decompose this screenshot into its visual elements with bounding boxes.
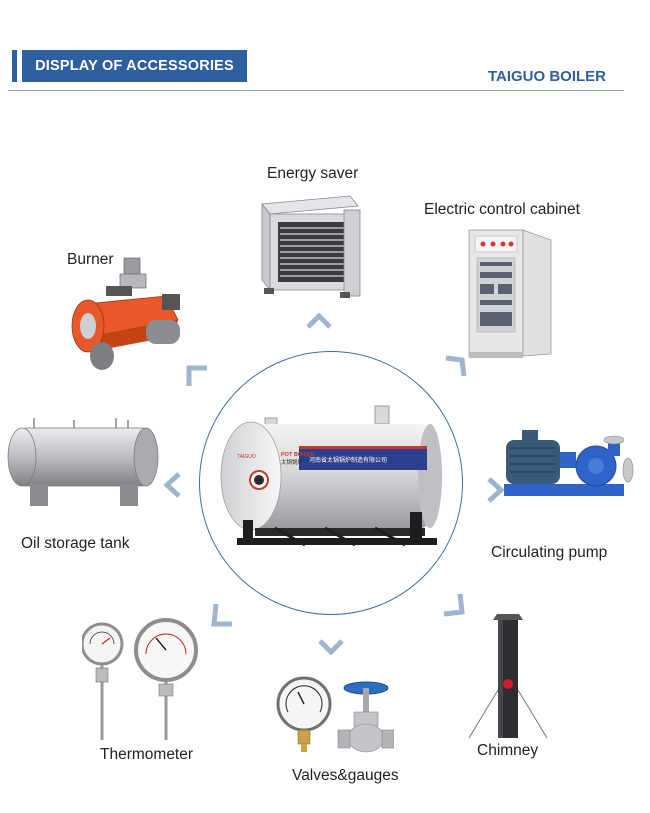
chevron-up-right-icon	[445, 355, 467, 377]
svg-text:河南省太锅锅炉制造有限公司: 河南省太锅锅炉制造有限公司	[309, 456, 387, 464]
chimney-image	[468, 614, 548, 739]
header-accent-bar	[12, 50, 17, 82]
boiler-cn-text: 太锅锅炉	[281, 458, 304, 466]
header-divider	[8, 90, 624, 91]
chevron-right-icon	[487, 477, 505, 503]
chevron-left-icon	[163, 472, 181, 498]
boiler-image: TAIGUO 河南省太锅锅炉制造有限公司 POT BOILER 太锅锅炉	[220, 405, 442, 547]
label-burner: Burner	[67, 251, 114, 268]
label-oil-tank: Oil storage tank	[21, 535, 130, 552]
label-pump: Circulating pump	[491, 544, 608, 561]
label-thermometer: Thermometer	[100, 746, 194, 763]
pump-image	[504, 430, 634, 496]
boiler-logo-text: TAIGUO	[237, 454, 256, 460]
control-cabinet-image	[468, 229, 552, 358]
section-title: DISPLAY OF ACCESSORIES	[22, 50, 247, 82]
chevron-up-icon	[306, 312, 332, 329]
label-valves: Valves&gauges	[292, 767, 399, 784]
thermometer-image	[82, 618, 198, 740]
chevron-down-right-icon	[443, 593, 465, 617]
label-control-cabinet: Electric control cabinet	[424, 201, 580, 218]
valves-gauges-image	[276, 676, 394, 753]
boiler-brand-text: POT BOILER	[281, 452, 315, 458]
chevron-down-icon	[318, 639, 344, 656]
chevron-up-left-icon	[186, 365, 207, 386]
burner-image	[71, 257, 180, 370]
label-chimney: Chimney	[477, 742, 539, 759]
brand-name: TAIGUO BOILER	[487, 68, 606, 85]
chevron-down-left-icon	[211, 603, 232, 627]
energy-saver-image	[261, 195, 361, 298]
label-energy-saver: Energy saver	[267, 165, 359, 182]
oil-tank-image	[7, 418, 159, 506]
